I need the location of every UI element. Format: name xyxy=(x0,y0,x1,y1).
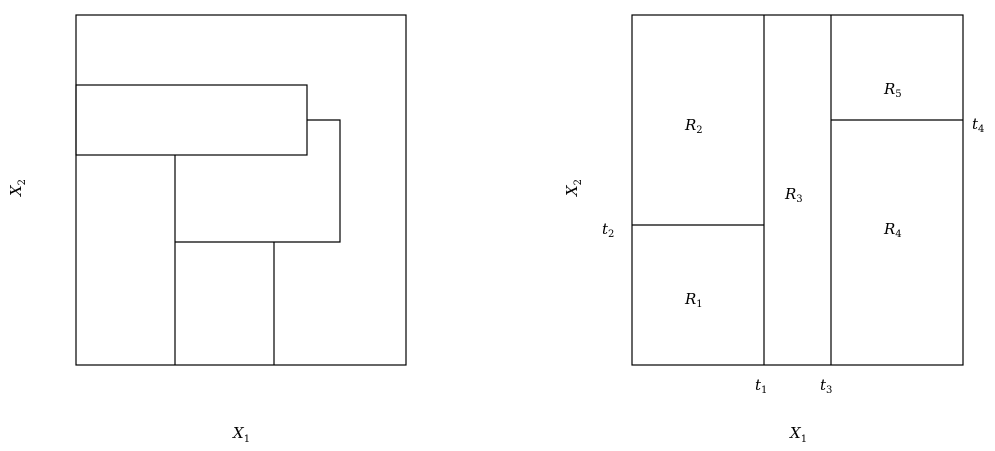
left-x-axis-label: X1 xyxy=(232,424,250,445)
right-y-axis-label: X2 xyxy=(563,179,584,197)
region-label-r4: R4 xyxy=(883,220,902,240)
left-panel: X1 X2 xyxy=(7,14,407,445)
left-y-axis-label: X2 xyxy=(7,179,28,197)
threshold-label-t1: t1 xyxy=(755,376,767,396)
region-label-r3: R3 xyxy=(784,185,803,205)
threshold-label-t3: t3 xyxy=(820,376,832,396)
region-label-r2: R2 xyxy=(684,116,703,136)
right-outer-box xyxy=(631,14,964,366)
threshold-label-t2: t2 xyxy=(602,220,614,240)
left-middle-rectangle-outline xyxy=(175,119,341,243)
left-outer-box xyxy=(75,14,407,366)
region-label-r1: R1 xyxy=(684,290,703,310)
threshold-label-t4: t4 xyxy=(972,115,984,135)
right-panel: R1 R2 R3 R4 R5 t1 t2 t3 t4 X1 X2 xyxy=(563,14,984,445)
left-top-rectangle xyxy=(75,84,308,156)
region-label-r5: R5 xyxy=(883,80,902,100)
right-x-axis-label: X1 xyxy=(789,424,807,445)
